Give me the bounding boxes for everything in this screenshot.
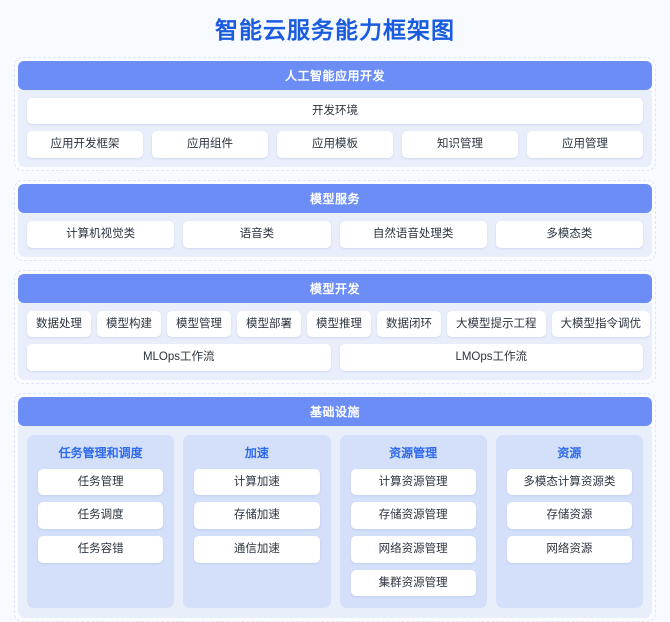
section-body-model-services: 计算机视觉类 语音类 自然语音处理类 多模态类 — [18, 212, 652, 257]
chip-model-building[interactable]: 模型构建 — [97, 310, 161, 338]
chip-knowledge-management[interactable]: 知识管理 — [402, 131, 518, 158]
chip-app-management[interactable]: 应用管理 — [527, 131, 643, 158]
section-ai-application-development: 人工智能应用开发 开发环境 应用开发框架 应用组件 应用模板 知识管理 应用管理 — [14, 56, 656, 171]
section-model-services: 模型服务 计算机视觉类 语音类 自然语音处理类 多模态类 — [14, 179, 656, 261]
workflow-row: MLOps工作流 LMOps工作流 — [27, 344, 643, 371]
section-model-development: 模型开发 数据处理 模型构建 模型管理 模型部署 模型推理 数据闭环 大模型提示… — [14, 269, 656, 384]
section-infrastructure: 基础设施 任务管理和调度 任务管理 任务调度 任务容错 加速 计算加速 存储加速… — [14, 392, 656, 622]
section-header-model-services: 模型服务 — [18, 183, 652, 213]
chip-cluster-resource-management[interactable]: 集群资源管理 — [350, 569, 476, 597]
chip-communication-acceleration[interactable]: 通信加速 — [194, 536, 320, 563]
chip-llm-instruction-tuning[interactable]: 大模型指令调优 — [551, 310, 650, 338]
chip-storage-resources[interactable]: 存储资源 — [506, 502, 632, 530]
chip-model-management[interactable]: 模型管理 — [167, 310, 231, 338]
section-header-infrastructure: 基础设施 — [18, 396, 652, 426]
page-title: 智能云服务能力框架图 — [215, 17, 455, 43]
section-body-infrastructure: 任务管理和调度 任务管理 任务调度 任务容错 加速 计算加速 存储加速 通信加速… — [18, 425, 652, 619]
chip-task-management[interactable]: 任务管理 — [38, 468, 164, 496]
infra-panel-resources: 资源 多模态计算资源类 存储资源 网络资源 — [495, 434, 643, 609]
chip-model-inference[interactable]: 模型推理 — [307, 310, 371, 338]
chip-network-resource-management[interactable]: 网络资源管理 — [350, 536, 476, 563]
section-header-ai-application-development: 人工智能应用开发 — [18, 60, 652, 90]
chip-mlops-workflow[interactable]: MLOps工作流 — [27, 344, 331, 371]
ai-app-items-row: 应用开发框架 应用组件 应用模板 知识管理 应用管理 — [27, 131, 643, 158]
chip-data-closed-loop[interactable]: 数据闭环 — [377, 310, 441, 338]
chip-compute-acceleration[interactable]: 计算加速 — [194, 468, 320, 496]
chip-data-processing[interactable]: 数据处理 — [27, 310, 91, 338]
chip-llm-prompt-engineering[interactable]: 大模型提示工程 — [447, 310, 546, 338]
infra-panel-title-resources: 资源 — [557, 445, 582, 460]
model-development-items-row: 数据处理 模型构建 模型管理 模型部署 模型推理 数据闭环 大模型提示工程 大模… — [27, 310, 650, 338]
chip-multimodal[interactable]: 多模态类 — [495, 220, 643, 248]
infra-panel-acceleration: 加速 计算加速 存储加速 通信加速 — [183, 434, 331, 609]
chip-computer-vision[interactable]: 计算机视觉类 — [27, 220, 175, 248]
section-header-model-development: 模型开发 — [18, 273, 652, 303]
section-body-model-development: 数据处理 模型构建 模型管理 模型部署 模型推理 数据闭环 大模型提示工程 大模… — [18, 302, 652, 380]
infra-panel-title-task-management: 任务管理和调度 — [58, 445, 143, 460]
dev-environment-row: 开发环境 — [27, 97, 643, 125]
chip-task-fault-tolerance[interactable]: 任务容错 — [38, 536, 164, 563]
chip-app-components[interactable]: 应用组件 — [152, 131, 268, 158]
chip-development-environment[interactable]: 开发环境 — [27, 97, 643, 125]
chip-storage-acceleration[interactable]: 存储加速 — [194, 502, 320, 530]
infra-panel-task-management: 任务管理和调度 任务管理 任务调度 任务容错 — [27, 434, 175, 609]
chip-compute-resource-management[interactable]: 计算资源管理 — [350, 468, 476, 496]
infra-panel-title-acceleration: 加速 — [244, 445, 269, 460]
model-services-row: 计算机视觉类 语音类 自然语音处理类 多模态类 — [27, 220, 643, 248]
chip-app-dev-framework[interactable]: 应用开发框架 — [27, 131, 143, 158]
chip-storage-resource-management[interactable]: 存储资源管理 — [350, 502, 476, 530]
chip-speech[interactable]: 语音类 — [183, 220, 331, 248]
chip-task-scheduling[interactable]: 任务调度 — [38, 502, 164, 530]
infra-panel-title-resource-management: 资源管理 — [389, 445, 438, 460]
chip-multimodal-compute-resources[interactable]: 多模态计算资源类 — [506, 468, 632, 496]
chip-app-templates[interactable]: 应用模板 — [277, 131, 393, 158]
chip-model-deployment[interactable]: 模型部署 — [237, 310, 301, 338]
section-body-ai-application-development: 开发环境 应用开发框架 应用组件 应用模板 知识管理 应用管理 — [18, 89, 652, 167]
chip-network-resources[interactable]: 网络资源 — [506, 536, 632, 563]
framework-diagram-page: 智能云服务能力框架图 人工智能应用开发 开发环境 应用开发框架 应用组件 应用模… — [14, 17, 656, 622]
chip-lmops-workflow[interactable]: LMOps工作流 — [339, 344, 643, 371]
infra-panel-resource-management: 资源管理 计算资源管理 存储资源管理 网络资源管理 集群资源管理 — [339, 434, 487, 609]
chip-natural-language-processing[interactable]: 自然语音处理类 — [339, 220, 487, 248]
